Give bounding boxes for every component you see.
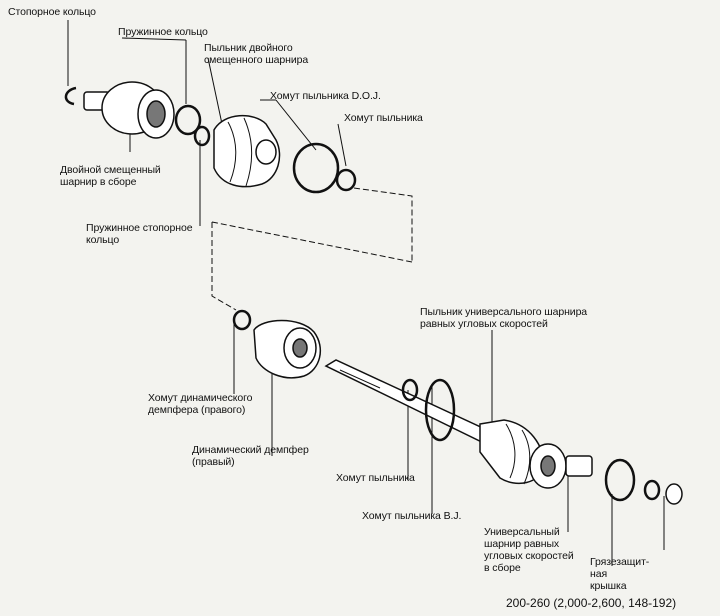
snap-ring-part bbox=[64, 86, 77, 106]
part-number: 200-260 (2,000-2,600, 148-192) bbox=[506, 596, 677, 610]
label-doj-assembly: Двойной смещенный шарнир в сборе bbox=[60, 164, 161, 188]
cv-joint-part bbox=[529, 443, 636, 502]
boot-clamp-mid-part bbox=[401, 378, 419, 402]
label-boot-clamp-top: Хомут пыльника bbox=[344, 112, 423, 124]
label-spring-snap-ring: Пружинное стопорное кольцо bbox=[86, 222, 193, 246]
label-bj-boot-clamp: Хомут пыльника B.J. bbox=[362, 510, 462, 522]
damper-part bbox=[253, 319, 322, 379]
label-cv-boot: Пыльник универсального шарнира равных уг… bbox=[420, 306, 588, 330]
doj-housing-part bbox=[83, 81, 175, 139]
shaft-part bbox=[324, 359, 502, 449]
label-doj-boot-clamp: Хомут пыльника D.O.J. bbox=[270, 90, 381, 102]
boot-clamp-top-part bbox=[335, 168, 357, 192]
label-doj-boot: Пыльник двойного смещенного шарнира bbox=[204, 42, 309, 66]
cv-boot-part bbox=[479, 419, 545, 485]
damper-clamp-part bbox=[232, 309, 252, 331]
spring-ring-part bbox=[174, 104, 211, 147]
label-damper: Динамический демпфер (правый) bbox=[192, 444, 309, 468]
bj-boot-clamp-part bbox=[424, 378, 456, 442]
dust-cap-part bbox=[643, 479, 683, 505]
label-spring-ring: Пружинное кольцо bbox=[118, 26, 208, 38]
label-dust-cap: Грязезащит- ная крышка bbox=[590, 556, 650, 592]
label-boot-clamp-mid: Хомут пыльника bbox=[336, 472, 415, 484]
label-snap-ring: Стопорное кольцо bbox=[8, 6, 96, 18]
label-cv-assembly: Универсальный шарнир равных угловых скор… bbox=[484, 526, 574, 574]
doj-boot-clamp-part bbox=[292, 142, 340, 194]
doj-boot-part bbox=[213, 114, 281, 188]
alignment-dashes bbox=[211, 187, 413, 311]
label-damper-clamp: Хомут динамического демпфера (правого) bbox=[148, 392, 253, 416]
